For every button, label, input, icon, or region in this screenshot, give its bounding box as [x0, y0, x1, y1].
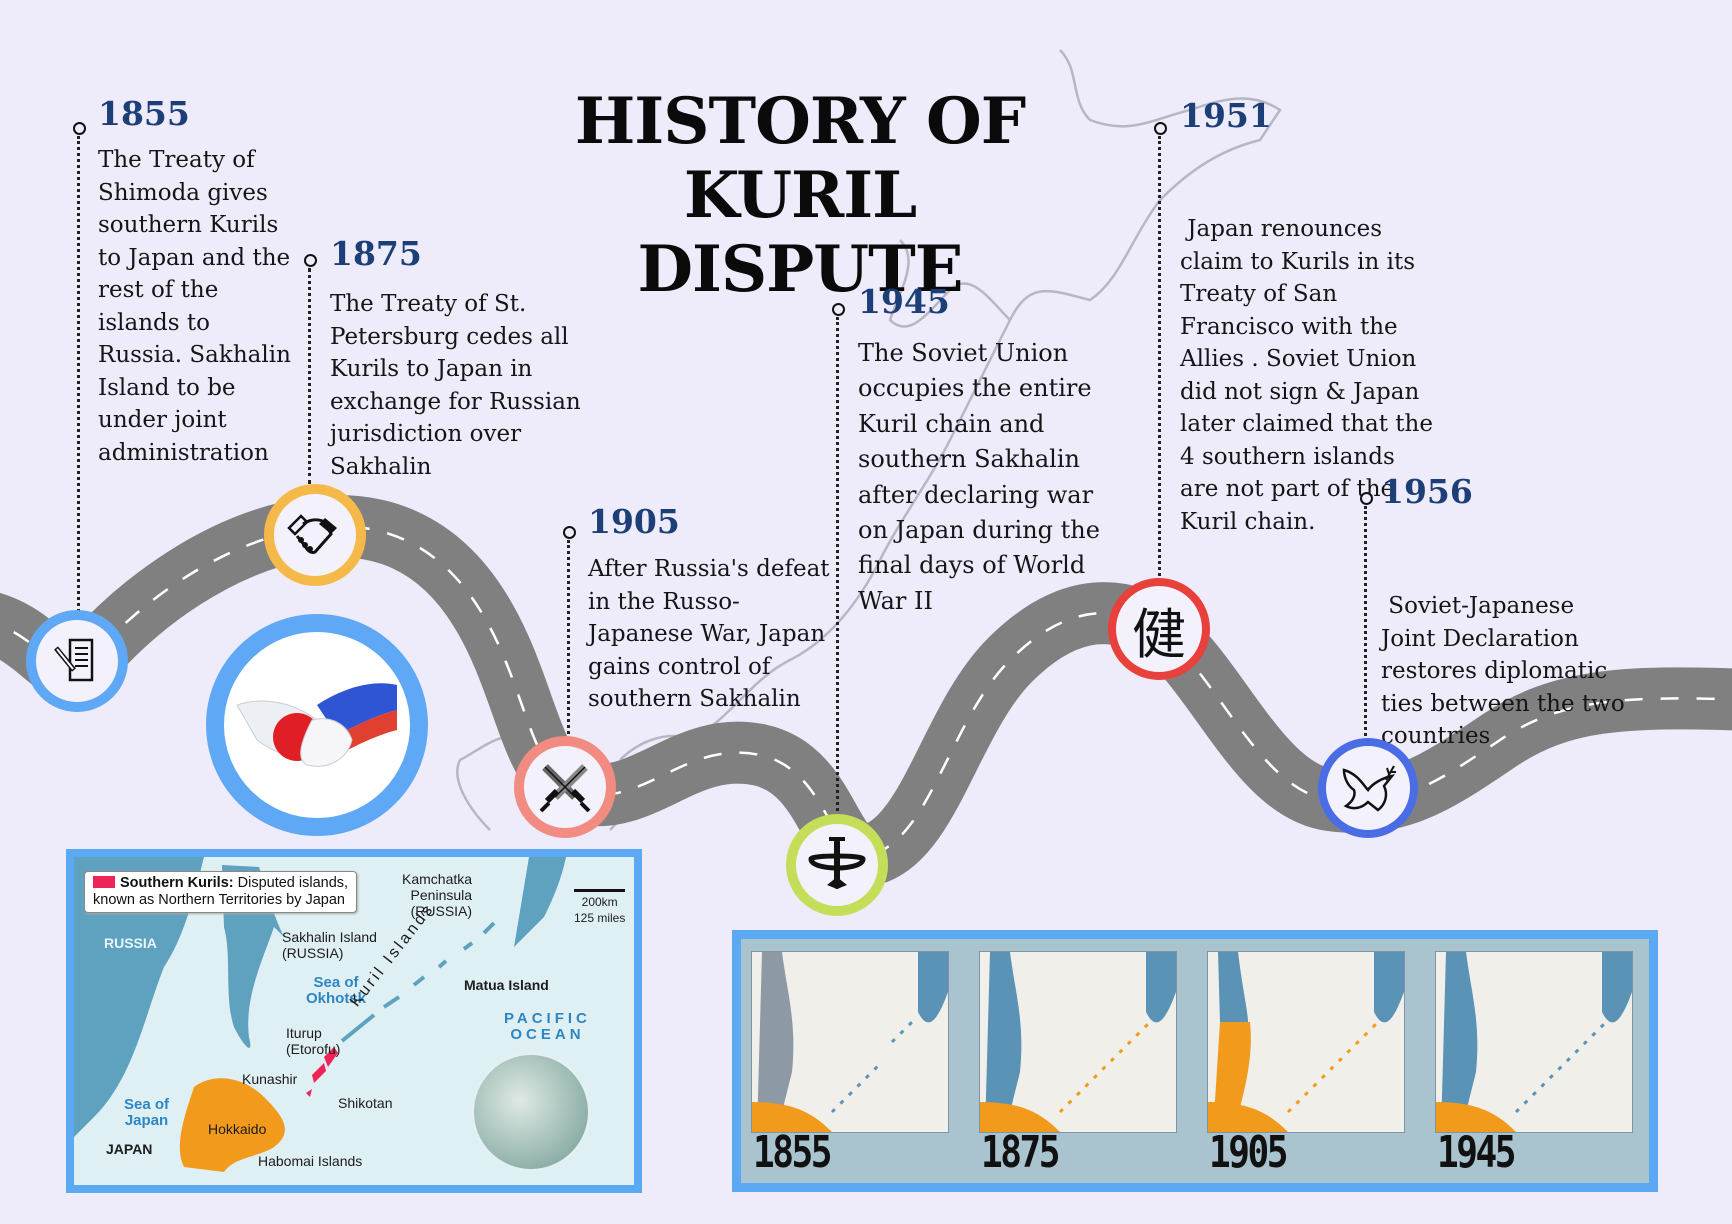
japan-russia-handshake-image [206, 614, 428, 836]
title-line-1: HISTORY OF [574, 83, 1026, 159]
timeline-node-1875[interactable] [264, 484, 366, 586]
globe-locator [472, 1053, 590, 1171]
label-shikotan: Shikotan [338, 1095, 393, 1111]
crossed-swords-icon [539, 764, 591, 813]
map-year-1875: 1875 [981, 1127, 1061, 1178]
dotted-connector-1951 [1158, 136, 1161, 582]
map-panel-1855 [751, 951, 949, 1133]
kanji-character-icon: 健 [1132, 602, 1186, 666]
pin-1875 [304, 254, 317, 267]
label-matua-island: Matua Island [464, 977, 549, 993]
dotted-connector-1875 [308, 268, 311, 484]
map-panel-1875 [979, 951, 1177, 1133]
southern-kurils-region-map: Southern Kurils: Disputed islands, known… [66, 849, 642, 1193]
timeline-node-1905[interactable] [514, 736, 616, 838]
document-signing-icon [54, 638, 94, 682]
dotted-connector-1956 [1364, 506, 1367, 742]
event-year-1855: 1855 [98, 94, 190, 133]
label-kunashir: Kunashir [242, 1071, 298, 1087]
map-year-1855: 1855 [753, 1127, 833, 1178]
pin-1951 [1154, 122, 1167, 135]
japan-outline-background [456, 49, 1282, 831]
map-year-1945: 1945 [1437, 1127, 1517, 1178]
peace-dove-icon [1342, 765, 1396, 812]
airplane-icon [808, 837, 866, 889]
map-panel-1945 [1435, 951, 1633, 1133]
label-russia: RUSSIA [104, 935, 157, 951]
label-sakhalin: Sakhalin Island(RUSSIA) [282, 929, 377, 961]
label-habomai-islands: Habomai Islands [258, 1153, 363, 1169]
map-panel-1905 [1207, 951, 1405, 1133]
title-line-2: KURIL DISPUTE [637, 157, 964, 307]
dotted-connector-1945 [836, 317, 839, 817]
pin-1956 [1360, 492, 1373, 505]
map-legend: Southern Kurils: Disputed islands, known… [84, 871, 358, 913]
event-year-1956: 1956 [1381, 472, 1473, 511]
timeline-node-1951[interactable]: 健 [1108, 578, 1210, 680]
timeline-node-1855[interactable] [26, 610, 128, 712]
handshake-flags-illustration [237, 683, 397, 767]
pin-1905 [563, 526, 576, 539]
label-hokkaido: Hokkaido [208, 1121, 267, 1137]
event-year-1905: 1905 [588, 502, 680, 541]
dotted-connector-1855 [77, 136, 80, 612]
historical-maps-strip: 1855 1875 1905 1945 [732, 930, 1658, 1192]
pin-1945 [832, 303, 845, 316]
disputed-legend-swatch [93, 876, 115, 888]
timeline-node-1945[interactable] [786, 814, 888, 916]
dotted-connector-1905 [567, 540, 570, 770]
map-year-1905: 1905 [1209, 1127, 1289, 1178]
page-title: HISTORY OF KURIL DISPUTE [520, 83, 1080, 307]
pin-1855 [73, 122, 86, 135]
handshake-icon [287, 514, 337, 554]
label-iturup: Iturup(Etorofu) [286, 1025, 341, 1057]
timeline-node-1956[interactable] [1318, 738, 1418, 838]
event-year-1945: 1945 [858, 282, 950, 321]
event-year-1875: 1875 [330, 234, 422, 273]
label-japan: JAPAN [106, 1141, 153, 1157]
event-year-1951: 1951 [1180, 96, 1272, 135]
